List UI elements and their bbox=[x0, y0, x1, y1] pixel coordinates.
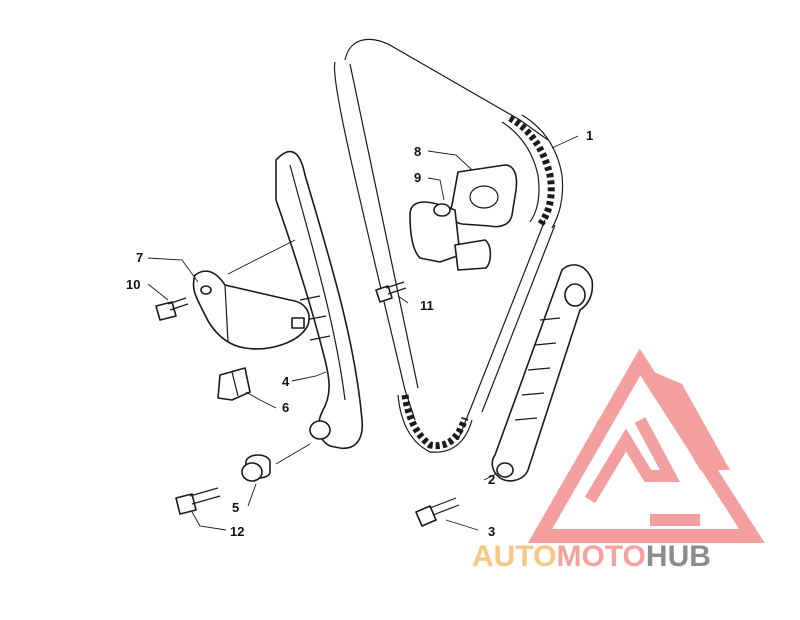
chain-guide-straight bbox=[491, 264, 594, 482]
callout-7: 7 bbox=[136, 250, 143, 265]
callout-8: 8 bbox=[414, 144, 421, 159]
chain-guide-long bbox=[275, 150, 364, 449]
callout-11: 11 bbox=[420, 298, 434, 313]
bolt-3 bbox=[415, 497, 460, 527]
callout-5: 5 bbox=[232, 500, 239, 515]
callout-4: 4 bbox=[282, 374, 290, 389]
spacer-collar bbox=[241, 454, 271, 482]
callout-9: 9 bbox=[414, 170, 421, 185]
bolt-11 bbox=[375, 281, 407, 303]
callout-6: 6 bbox=[282, 400, 289, 415]
watermark-brand: AUTOMOTOHUB bbox=[472, 540, 711, 573]
chain-links-top bbox=[501, 114, 564, 229]
callout-1: 1 bbox=[586, 128, 593, 143]
watermark-auto: AUTO bbox=[472, 540, 556, 573]
callout-3: 3 bbox=[488, 524, 495, 539]
chain-links-bottom bbox=[397, 394, 473, 453]
callout-12: 12 bbox=[230, 524, 244, 539]
callout-10: 10 bbox=[126, 277, 140, 292]
bolt-10 bbox=[155, 297, 189, 321]
watermark-hub: HUB bbox=[646, 540, 711, 573]
guide-clip bbox=[217, 367, 251, 401]
bolt-12 bbox=[175, 487, 221, 515]
timing-chain bbox=[333, 38, 564, 453]
leader-lines bbox=[147, 135, 579, 531]
watermark-moto: MOTO bbox=[556, 540, 645, 573]
guide-bracket bbox=[192, 270, 310, 350]
callout-2: 2 bbox=[488, 472, 495, 487]
watermark-logo bbox=[527, 348, 765, 543]
chain-tensioner bbox=[409, 164, 518, 271]
